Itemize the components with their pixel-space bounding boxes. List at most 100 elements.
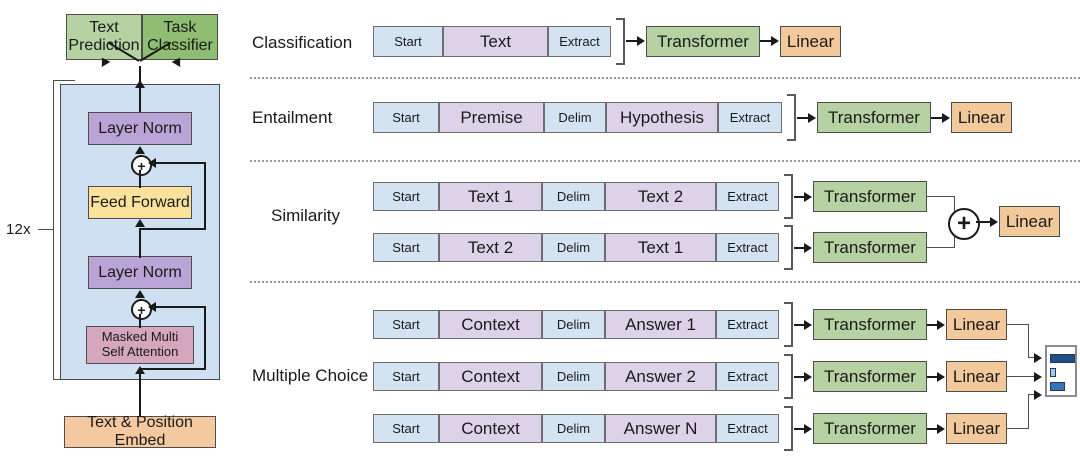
- line-to-linear: [927, 376, 940, 378]
- merge-line-top: [927, 196, 955, 198]
- line-plus-to-linear: [976, 221, 994, 223]
- output-arrow-3-icon: [1034, 390, 1042, 400]
- line-to-transformer: [794, 428, 807, 430]
- token-delim: Delim: [542, 182, 605, 211]
- merge-line-bottom: [927, 247, 955, 249]
- token-delim: Delim: [544, 102, 606, 133]
- repeat-count-label: 12x: [6, 221, 31, 238]
- token-extract: Extract: [716, 362, 779, 391]
- token-extract: Extract: [718, 102, 782, 133]
- transformer-block: Transformer: [646, 26, 760, 57]
- arrow-to-transformer-icon: [804, 192, 812, 202]
- arrow-into-attention-icon: [134, 366, 145, 374]
- stream-bracket: [616, 18, 625, 65]
- token-extract: Extract: [716, 233, 779, 262]
- output-bar-2: [1050, 368, 1056, 377]
- line-to-linear: [931, 117, 945, 119]
- token-start: Start: [373, 414, 439, 443]
- residual1-arrow-icon: [148, 302, 156, 312]
- arrow-to-linear-icon: [937, 372, 945, 382]
- repeat-bracket-bottom: [53, 379, 75, 381]
- token-text-2: Text 2: [439, 233, 542, 262]
- line-to-transformer: [794, 324, 807, 326]
- separator-3: [250, 281, 1080, 283]
- arrow-to-linear-icon: [771, 36, 779, 46]
- residual1-line-top: [152, 306, 206, 308]
- arrow-to-linear-icon: [942, 113, 950, 123]
- token-start: Start: [373, 102, 439, 133]
- transformer-block: Transformer: [817, 102, 931, 133]
- line-to-transformer: [626, 40, 640, 42]
- arrow-into-split-icon: [134, 80, 145, 88]
- token-start: Start: [373, 362, 439, 391]
- task-label-similarity: Similarity: [271, 206, 340, 225]
- transformer-block: Transformer: [813, 181, 927, 212]
- transformer-block: Transformer: [813, 309, 927, 340]
- token-start: Start: [373, 26, 443, 57]
- residual2-line-bottom: [139, 228, 206, 230]
- stream-bracket: [787, 94, 796, 141]
- output-route-vert-3: [1028, 394, 1030, 429]
- residual2-line-side: [204, 162, 206, 230]
- block-layer-norm-1: Layer Norm: [88, 256, 192, 289]
- line-to-transformer: [797, 117, 811, 119]
- repeat-bracket-tick: [38, 229, 54, 231]
- similarity-add: +: [948, 208, 980, 240]
- arrow-to-transformer-icon: [804, 243, 812, 253]
- linear-head: Linear: [946, 361, 1007, 392]
- task-label-classification: Classification: [252, 33, 353, 52]
- block-layer-norm-2: Layer Norm: [88, 112, 192, 145]
- arrow-to-layernorm2-icon: [134, 146, 145, 154]
- line-to-linear: [760, 40, 774, 42]
- line-ln1-to-ff: [139, 240, 141, 258]
- stream-bracket: [784, 174, 793, 219]
- token-answer-1: Answer 1: [605, 310, 716, 339]
- output-route-into-1: [1028, 357, 1038, 359]
- output-route-line-2: [1007, 376, 1038, 378]
- residual-add-1: +: [131, 299, 152, 320]
- residual1-line-side: [204, 306, 206, 370]
- output-softmax-chart: [1045, 345, 1077, 397]
- token-text-1: Text 1: [439, 182, 542, 211]
- token-text: Text: [443, 26, 548, 57]
- arrow-to-linear-icon: [937, 320, 945, 330]
- line-into-ff: [139, 228, 141, 240]
- arrow-to-transformer-icon: [808, 113, 816, 123]
- output-route-into-3: [1028, 394, 1038, 396]
- output-bar-1: [1050, 354, 1075, 363]
- arrow-to-transformer-icon: [804, 424, 812, 434]
- separator-1: [250, 77, 1080, 79]
- line-plus1-from-attention: [139, 314, 141, 328]
- token-context: Context: [439, 310, 542, 339]
- token-context: Context: [439, 362, 542, 391]
- stream-bracket: [784, 406, 793, 451]
- output-bar-3: [1050, 382, 1065, 391]
- token-premise: Premise: [439, 102, 544, 133]
- block-masked-self-attention: Masked Multi Self Attention: [86, 326, 194, 364]
- token-hypothesis: Hypothesis: [606, 102, 718, 133]
- line-ff-to-plus2: [139, 170, 141, 188]
- line-to-transformer: [794, 376, 807, 378]
- residual1-line-bottom: [139, 368, 206, 370]
- stream-bracket: [784, 302, 793, 347]
- line-to-transformer: [794, 247, 807, 249]
- token-answer-n: Answer N: [605, 414, 716, 443]
- token-context: Context: [439, 414, 542, 443]
- stream-bracket: [784, 354, 793, 399]
- token-delim: Delim: [542, 233, 605, 262]
- residual2-line-top: [152, 162, 206, 164]
- token-extract: Extract: [716, 414, 779, 443]
- line-to-linear: [927, 428, 940, 430]
- arrow-to-transformer-icon: [804, 372, 812, 382]
- arrow-into-ff-icon: [134, 219, 145, 227]
- residual2-arrow-icon: [148, 158, 156, 168]
- separator-2: [250, 160, 1080, 162]
- block-text-position-embed: Text & Position Embed: [64, 414, 216, 449]
- token-text-1: Text 1: [605, 233, 716, 262]
- transformer-block: Transformer: [813, 232, 927, 263]
- task-label-multiple-choice: Multiple Choice: [252, 366, 369, 385]
- token-delim: Delim: [542, 310, 605, 339]
- token-start: Start: [373, 182, 439, 211]
- token-delim: Delim: [542, 414, 605, 443]
